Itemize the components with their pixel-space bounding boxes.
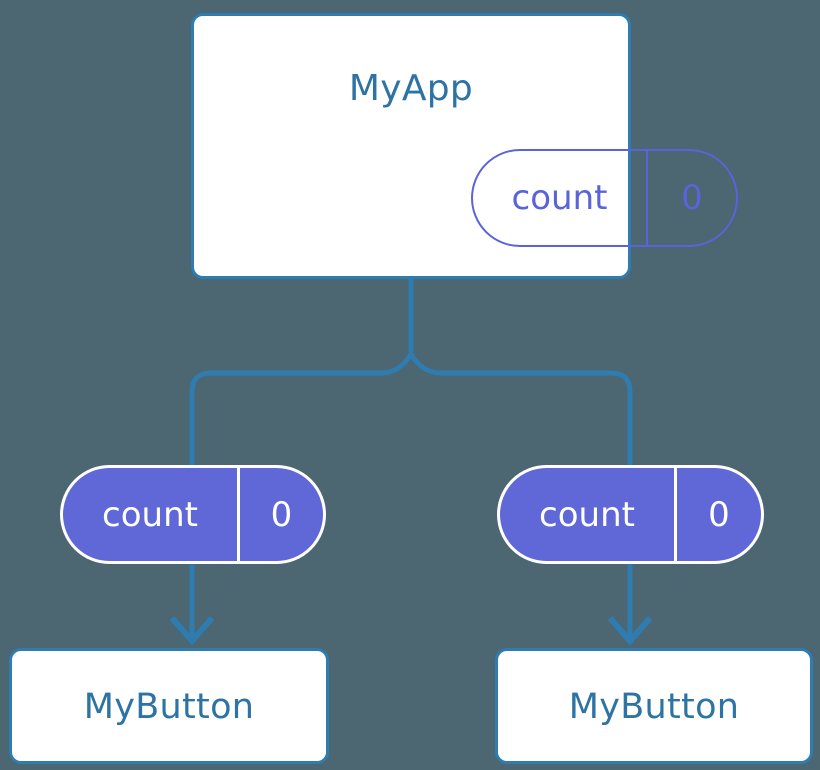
props-pill-key: count [539, 494, 635, 535]
component-box-mybutton-left[interactable]: MyButton [9, 648, 329, 764]
component-title-mybutton-left: MyButton [83, 687, 255, 727]
component-box-myapp[interactable]: MyApp count 0 [191, 13, 738, 279]
props-pill-value: 0 [237, 468, 323, 561]
branch-split-line [189, 351, 633, 467]
arrow-head-right [607, 616, 653, 646]
props-pill-key: count [102, 494, 198, 535]
props-pill-value: 0 [674, 468, 761, 561]
component-title-mybutton-right: MyButton [568, 687, 740, 727]
state-pill-key: count [511, 178, 608, 218]
arrow-head-left [169, 616, 215, 646]
state-pill-myapp-count[interactable]: count 0 [471, 149, 738, 247]
component-title-myapp: MyApp [348, 68, 474, 109]
props-pill-right-count[interactable]: count 0 [497, 465, 764, 564]
state-pill-value: 0 [646, 151, 736, 245]
component-box-mybutton-right[interactable]: MyButton [495, 648, 813, 764]
props-pill-left-count[interactable]: count 0 [60, 465, 326, 564]
